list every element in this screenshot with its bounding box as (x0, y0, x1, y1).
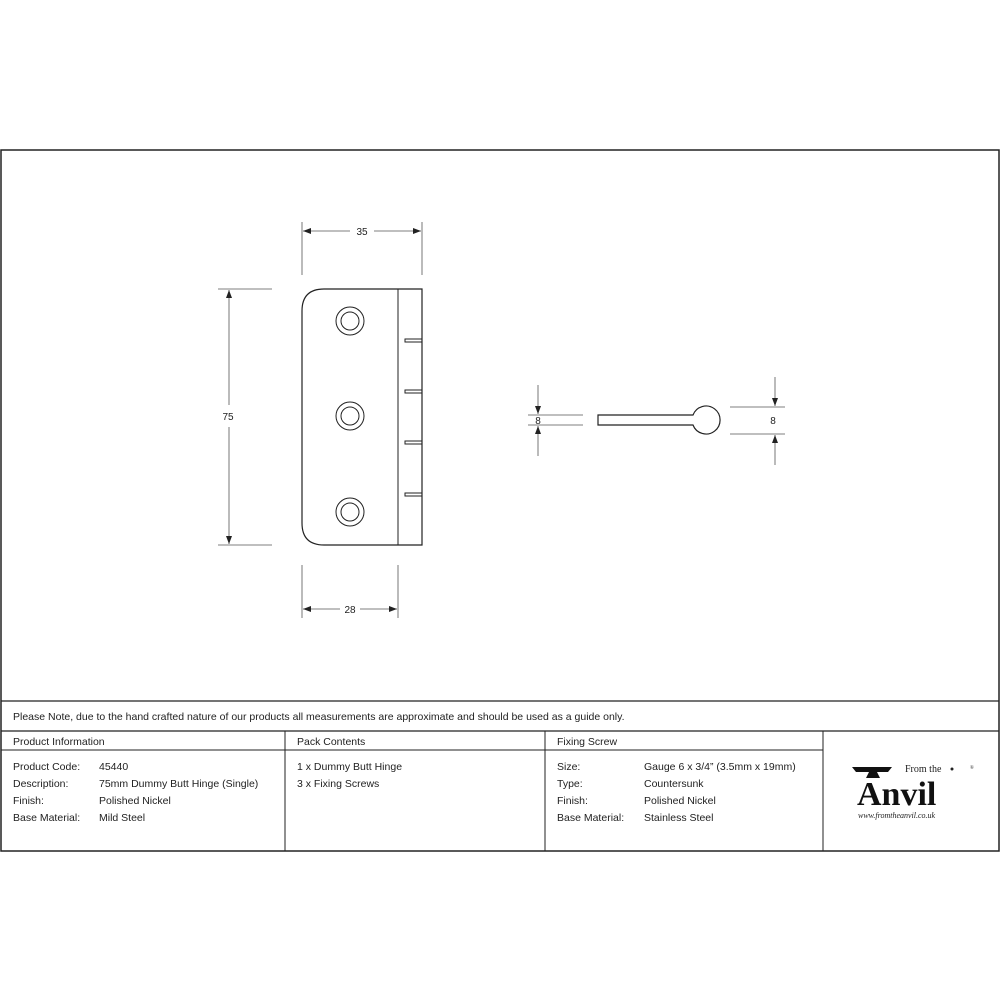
svg-text:From the: From the (905, 764, 942, 775)
dimension-knuckle: 8 (730, 377, 785, 465)
svg-text:Polished Nickel: Polished Nickel (99, 795, 171, 807)
dimension-height: 75 (218, 288, 272, 546)
svg-text:8: 8 (535, 416, 541, 427)
svg-text:28: 28 (344, 605, 356, 616)
svg-text:Base Material:: Base Material: (13, 812, 80, 824)
svg-text:8: 8 (770, 416, 776, 427)
sheet-border (0, 149, 1000, 852)
fixing-screw-heading: Fixing Screw (557, 736, 618, 748)
svg-text:Size:: Size: (557, 761, 580, 773)
dimension-thickness: 8 (528, 385, 583, 456)
svg-text:75mm Dummy Butt Hinge (Single): 75mm Dummy Butt Hinge (Single) (99, 778, 258, 790)
screw-hole (335, 306, 365, 336)
svg-text:Stainless Steel: Stainless Steel (644, 812, 713, 824)
dimension-width-top: 35 (301, 222, 423, 275)
svg-text:Product Code:: Product Code: (13, 761, 80, 773)
svg-text:Description:: Description: (13, 778, 68, 790)
screw-hole (335, 497, 365, 527)
pack-item: 1 x Dummy Butt Hinge (297, 761, 402, 773)
disclaimer-note: Please Note, due to the hand crafted nat… (13, 711, 625, 723)
from-the-anvil-logo: From the Anvil ® www.fromtheanvil.co.uk (852, 764, 974, 820)
svg-text:Type:: Type: (557, 778, 583, 790)
svg-text:75: 75 (222, 412, 234, 423)
svg-text:35: 35 (356, 227, 368, 238)
svg-text:®: ® (970, 765, 974, 771)
product-information-rows: Product Code: 45440 Description: 75mm Du… (13, 761, 258, 824)
dimension-leaf-width: 28 (301, 565, 399, 618)
svg-text:Finish:: Finish: (557, 795, 588, 807)
pack-contents-heading: Pack Contents (297, 736, 365, 748)
svg-text:Polished Nickel: Polished Nickel (644, 795, 716, 807)
fixing-screw-rows: Size: Gauge 6 x 3/4” (3.5mm x 19mm) Type… (557, 761, 796, 824)
hinge-front-view (301, 288, 423, 546)
svg-text:Mild Steel: Mild Steel (99, 812, 145, 824)
pack-item: 3 x Fixing Screws (297, 778, 379, 790)
knuckle-slot (404, 440, 423, 445)
knuckle-slot (404, 492, 423, 497)
screw-hole (335, 401, 365, 431)
knuckle-slot (404, 389, 423, 394)
svg-text:Anvil: Anvil (857, 776, 936, 813)
hinge-side-view (597, 405, 721, 435)
svg-text:Base Material:: Base Material: (557, 812, 624, 824)
anvil-icon (852, 767, 892, 778)
svg-text:www.fromtheanvil.co.uk: www.fromtheanvil.co.uk (858, 811, 936, 820)
svg-text:Countersunk: Countersunk (644, 778, 704, 790)
svg-text:Gauge 6 x 3/4” (3.5mm x 19mm): Gauge 6 x 3/4” (3.5mm x 19mm) (644, 761, 796, 773)
svg-text:45440: 45440 (99, 761, 128, 773)
product-information-heading: Product Information (13, 736, 105, 748)
knuckle-slot (404, 338, 423, 343)
svg-text:Finish:: Finish: (13, 795, 44, 807)
